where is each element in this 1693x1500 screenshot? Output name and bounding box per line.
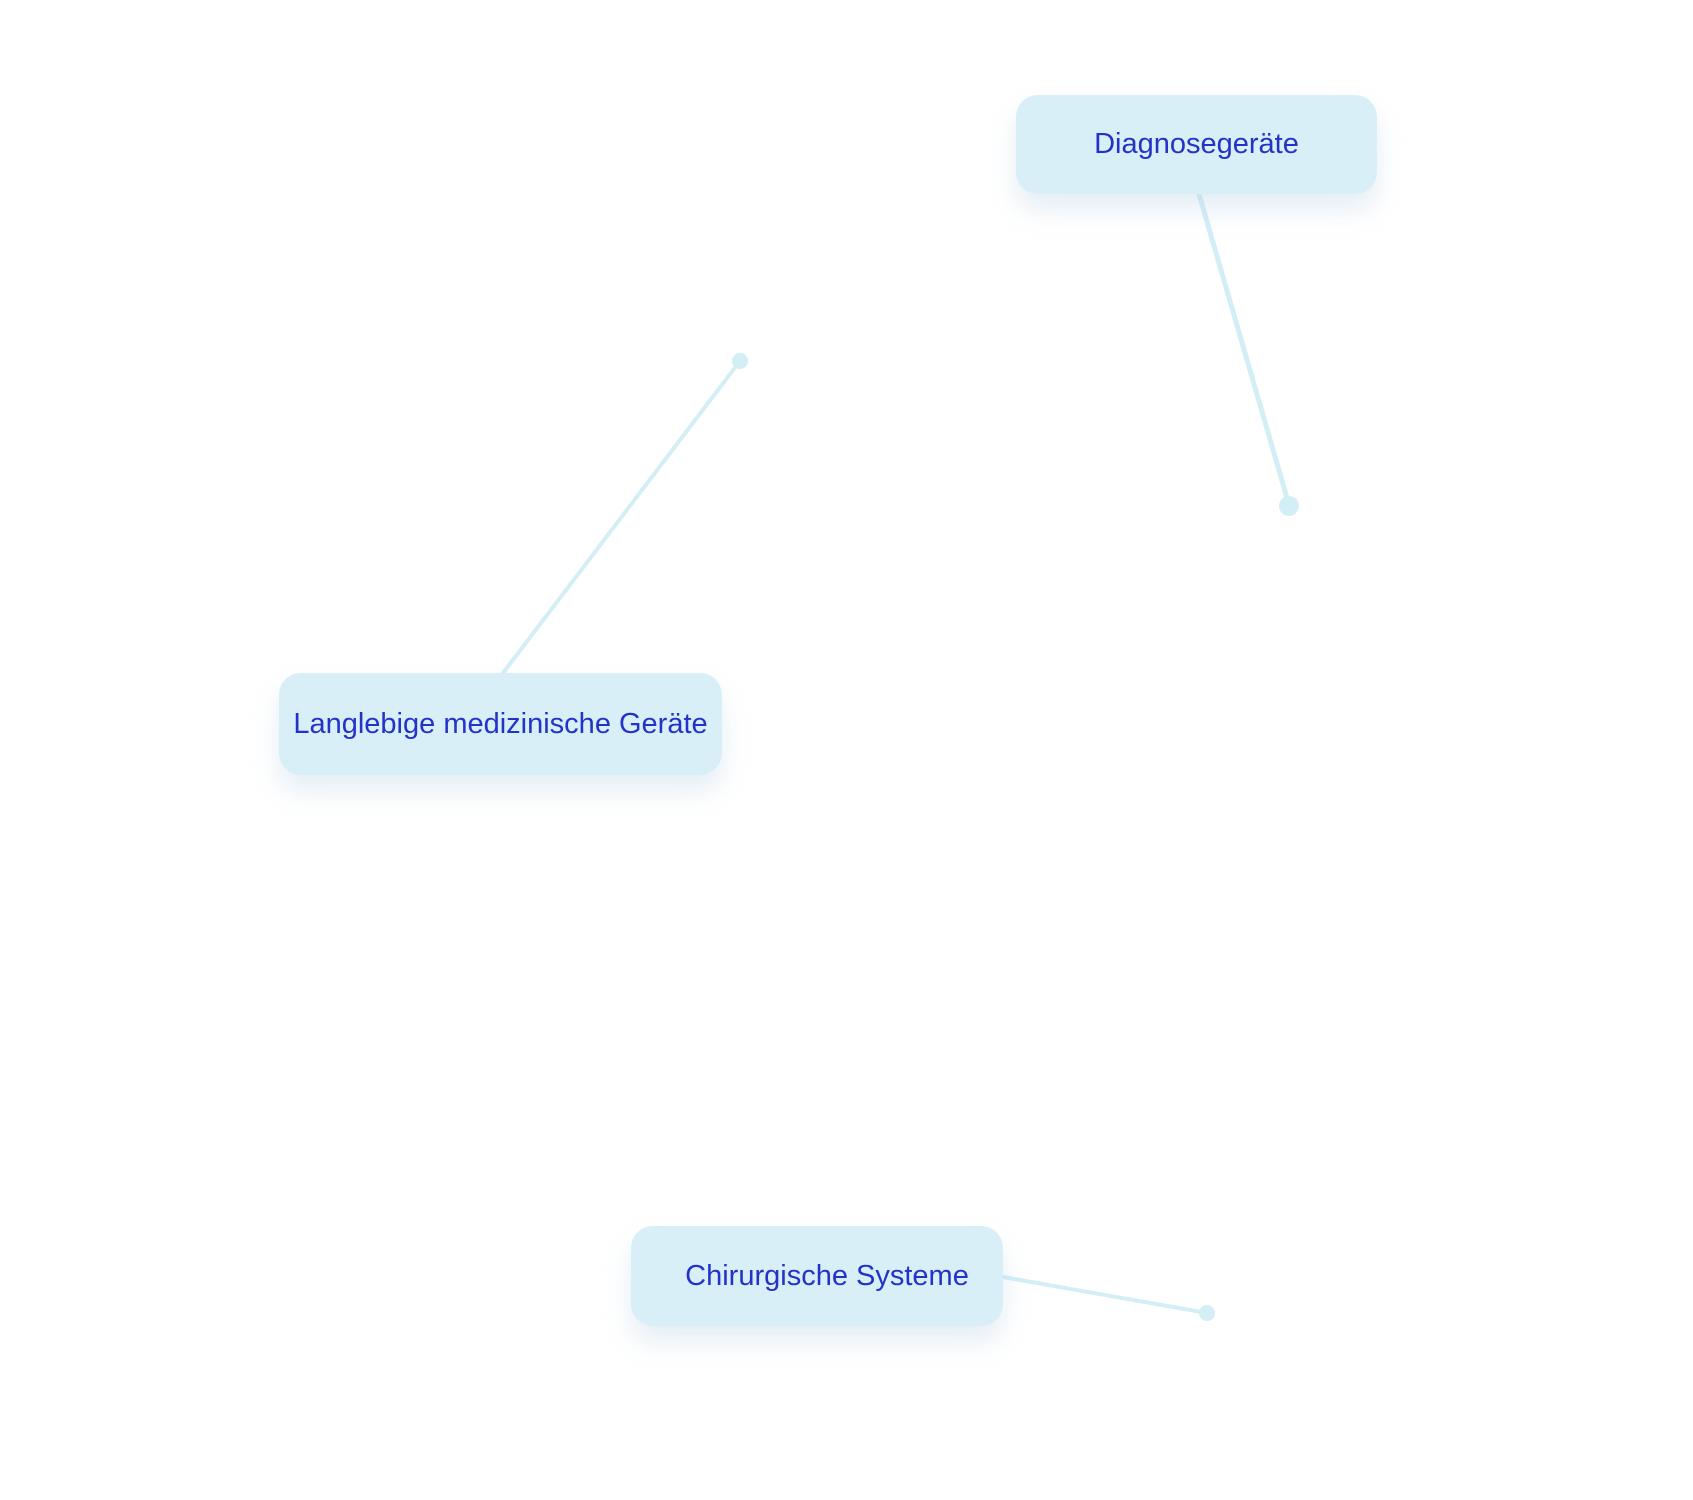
node-label: Diagnosegeräte — [1094, 128, 1299, 160]
node-label: Chirurgische Systeme — [685, 1259, 969, 1292]
connector-diagnose — [1196, 191, 1292, 508]
node-chirurgische-systeme[interactable]: Chirurgische Systeme — [631, 1226, 1003, 1326]
connector-chirurgisch — [1001, 1275, 1209, 1315]
endpoint-diagnose — [1279, 496, 1299, 516]
endpoint-langlebig — [732, 353, 748, 369]
endpoint-chirurgisch — [1199, 1305, 1215, 1321]
node-langlebige-medizinische-geraete[interactable]: Langlebige medizinische Geräte — [279, 673, 722, 775]
node-diagnosegeraete[interactable]: Diagnosegeräte — [1016, 95, 1377, 194]
node-label: Langlebige medizinische Geräte — [293, 707, 708, 740]
connector-langlebig — [501, 359, 742, 675]
